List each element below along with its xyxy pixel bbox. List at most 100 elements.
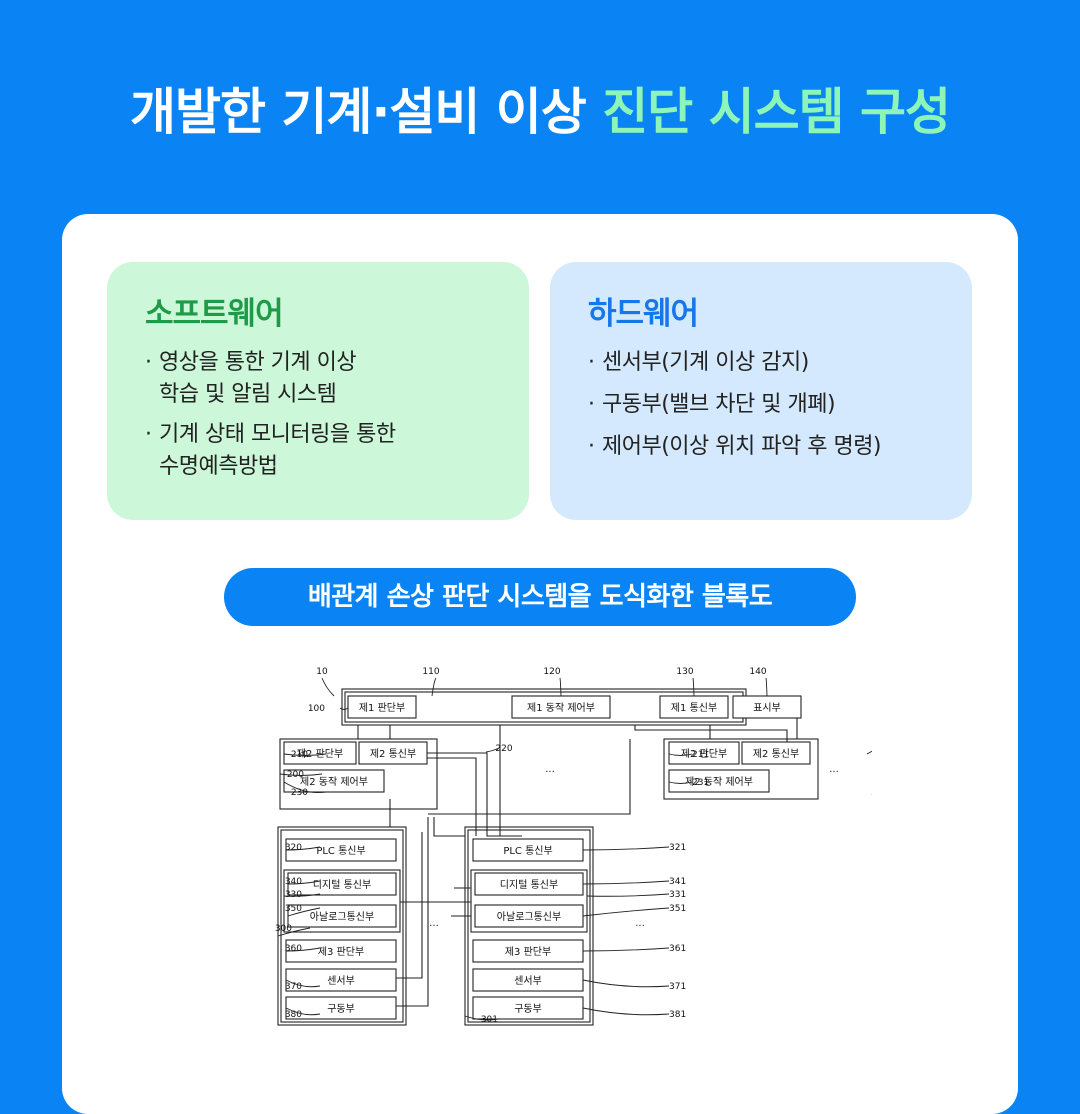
ref-130: 130: [676, 667, 693, 677]
ref-10: 10: [316, 667, 328, 677]
diagram-frame-300: [277, 826, 407, 1026]
leader-line: [279, 773, 323, 776]
svg-text:제2 통신부: 제2 통신부: [370, 748, 416, 760]
ref-330: 330: [285, 890, 302, 900]
block-comm2: 제2 통신부: [358, 741, 428, 765]
ref-120: 120: [543, 667, 560, 677]
ref-341: 341: [669, 877, 686, 887]
svg-text:구동부: 구동부: [514, 1003, 542, 1015]
block-op2: 제2 동작 제어부: [668, 769, 770, 793]
leader-line: [285, 979, 321, 988]
leader-arrow: [321, 677, 335, 697]
block-analog: 아날로그통신부: [287, 904, 397, 928]
ref-350: 350: [285, 904, 302, 914]
block-digital: 디지털 통신부: [474, 872, 584, 896]
title-accent: 진단 시스템 구성: [602, 83, 951, 141]
ref-230: 230: [291, 788, 308, 798]
ref-370: 370: [285, 982, 302, 992]
block-sensor: 센서부: [472, 968, 584, 992]
title-main: 개발한 기계·설비 이상: [129, 83, 603, 141]
block-judge2: 제2 판단부: [283, 741, 357, 765]
svg-text:제3 판단부: 제3 판단부: [318, 946, 364, 958]
leader-line: [287, 880, 321, 885]
svg-text:센서부: 센서부: [514, 975, 542, 987]
diagram-frame-301: [464, 826, 594, 1026]
leader-line: [765, 677, 768, 697]
block-drive: 구동부: [285, 996, 397, 1020]
leader-line: [586, 893, 670, 897]
block-comm1: 제1 통신부: [659, 695, 729, 719]
block-judge3: 제3 판단부: [285, 939, 397, 963]
leader-line: [277, 927, 311, 937]
block-drive: 구동부: [472, 996, 584, 1020]
leader-line: [283, 781, 327, 793]
leader-line: [582, 979, 670, 988]
leader-line: [866, 750, 872, 755]
svg-text:제1 통신부: 제1 통신부: [671, 702, 717, 714]
diagram-caption-pill: 배관계 손상 판단 시스템을 도식화한 블록도: [224, 568, 856, 626]
block-judge2: 제2 판단부: [668, 741, 740, 765]
leader-line: [692, 677, 695, 697]
software-heading: 소프트웨어: [145, 296, 284, 332]
hardware-heading: 하드웨어: [588, 296, 699, 332]
hardware-item: ·센서부(기계 이상 감지): [588, 350, 809, 375]
leader-line: [582, 1007, 670, 1016]
svg-text:제3 판단부: 제3 판단부: [505, 946, 551, 958]
leader-line: [283, 753, 327, 756]
block-plc: PLC 통신부: [285, 838, 397, 862]
diagram-reference-labels: 1011012013014010021020023022021123122120…: [275, 667, 767, 1025]
svg-text:제2 동작 제어부: 제2 동작 제어부: [300, 776, 368, 788]
ref-211: 211: [692, 750, 709, 760]
leader-line: [668, 781, 693, 784]
ref-360: 360: [285, 944, 302, 954]
svg-text:제2 통신부: 제2 통신부: [753, 748, 799, 760]
ref-331: 331: [669, 890, 686, 900]
hardware-item: ·구동부(밸브 차단 및 개폐): [588, 392, 836, 417]
block-comm2: 제2 통신부: [741, 741, 811, 765]
ref-321: 321: [669, 843, 686, 853]
leader-line: [283, 893, 321, 897]
leader-line: [339, 707, 349, 710]
svg-text:제1 판단부: 제1 판단부: [359, 702, 405, 714]
ref-320: 320: [285, 843, 302, 853]
ref-380: 380: [285, 1010, 302, 1020]
leader-line: [582, 846, 670, 851]
leader-line: [668, 753, 693, 756]
svg-text:구동부: 구동부: [327, 1003, 355, 1015]
svg-text:제2 판단부: 제2 판단부: [681, 748, 727, 760]
ref-231: 231: [692, 778, 709, 788]
leader-line: [582, 907, 670, 917]
svg-text:센서부: 센서부: [327, 975, 355, 987]
ref-110: 110: [422, 667, 439, 677]
leader-line: [582, 947, 670, 952]
leader-line: [464, 1015, 499, 1021]
hardware-box: 하드웨어 ·센서부(기계 이상 감지) ·구동부(밸브 차단 및 개폐) ·제어…: [550, 262, 972, 520]
leader-line: [559, 677, 562, 697]
svg-text:PLC 통신부: PLC 통신부: [503, 845, 552, 857]
svg-text:제2 판단부: 제2 판단부: [297, 748, 343, 760]
svg-text:제2 동작 제어부: 제2 동작 제어부: [685, 776, 753, 788]
block-analog: 아날로그통신부: [474, 904, 584, 928]
ref-140: 140: [749, 667, 766, 677]
svg-text:디지털 통신부: 디지털 통신부: [500, 879, 558, 891]
ref-381: 381: [669, 1010, 686, 1020]
ellipsis: ...: [635, 918, 645, 929]
leader-line: [485, 747, 500, 753]
ref-371: 371: [669, 982, 686, 992]
ref-361: 361: [669, 944, 686, 954]
svg-text:디지털 통신부: 디지털 통신부: [313, 879, 371, 891]
hardware-item: ·제어부(이상 위치 파악 후 명령): [588, 434, 882, 459]
leader-line: [582, 880, 670, 885]
ref-351: 351: [669, 904, 686, 914]
leader-line: [431, 677, 437, 697]
ref-220: 220: [495, 744, 512, 754]
block-plc: PLC 통신부: [472, 838, 584, 862]
block-sensor: 센서부: [285, 968, 397, 992]
